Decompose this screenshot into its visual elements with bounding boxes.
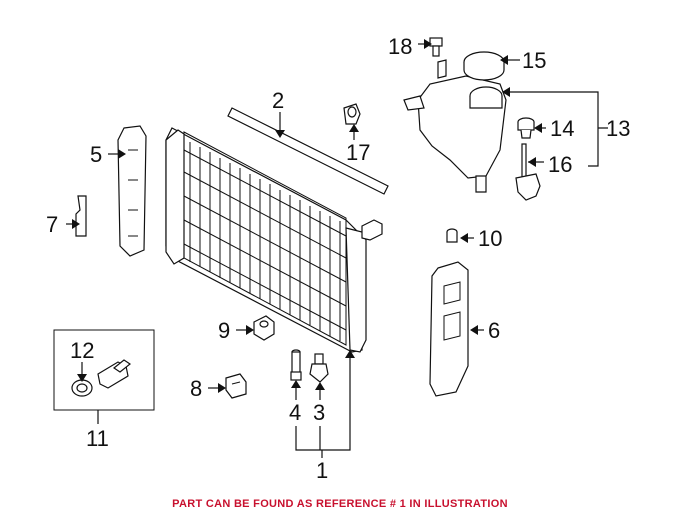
arrow-17 (349, 124, 359, 132)
hose-connector-kit (97, 359, 132, 389)
gasket-12 (71, 379, 93, 397)
callout-13: 13 (606, 116, 630, 141)
callout-6: 6 (488, 318, 500, 343)
grommet-10 (446, 228, 458, 243)
callout-10: 10 (478, 226, 502, 251)
arrow-4 (291, 380, 301, 388)
arrow-10 (460, 233, 468, 243)
arrow-5 (118, 149, 126, 159)
bracket-1 (295, 352, 351, 458)
callout-5: 5 (90, 142, 102, 167)
arrow-2 (275, 130, 285, 138)
kit-box (53, 329, 155, 411)
callout-12: 12 (70, 338, 94, 363)
arrow-3 (315, 382, 325, 390)
tank-cap (463, 51, 505, 81)
drain-plug-4 (290, 349, 302, 381)
callout-11: 11 (86, 426, 109, 451)
level-sensor-16 (515, 143, 541, 201)
arrow-6 (470, 325, 478, 335)
mount-9 (253, 315, 275, 341)
arrow-12 (77, 374, 87, 382)
arrow-15 (500, 55, 508, 65)
mount-8 (225, 373, 247, 399)
arrow-13 (502, 87, 510, 97)
reference-note: PART CAN BE FOUND AS REFERENCE # 1 IN IL… (172, 498, 508, 510)
arrow-7 (72, 219, 80, 229)
arrow-16 (528, 157, 536, 167)
arrow-18 (424, 39, 432, 49)
callout-7: 7 (46, 212, 58, 237)
callout-15: 15 (522, 48, 546, 73)
air-deflector-6 (429, 261, 469, 397)
expansion-tank (403, 59, 507, 193)
callout-16: 16 (548, 152, 572, 177)
seal-strip (227, 107, 389, 195)
callout-14: 14 (550, 116, 574, 141)
valve-3 (309, 353, 329, 383)
callout-3: 3 (313, 400, 325, 425)
arrow-9 (246, 325, 254, 335)
callout-18: 18 (388, 34, 412, 59)
arrow-14 (534, 123, 542, 133)
clip-7 (75, 195, 87, 237)
callout-2: 2 (272, 88, 284, 113)
callout-17: 17 (346, 140, 370, 165)
callout-9: 9 (218, 318, 230, 343)
bolt-18 (429, 37, 443, 57)
callout-8: 8 (190, 376, 202, 401)
side-air-deflector (117, 125, 147, 257)
bracket-13 (508, 91, 608, 167)
radiator (165, 127, 383, 353)
callout-4: 4 (289, 400, 301, 425)
arrow-8 (218, 383, 226, 393)
plug-14 (517, 117, 535, 139)
callout-1: 1 (316, 458, 328, 483)
bushing-17 (343, 103, 361, 125)
arrow-1 (345, 350, 355, 358)
